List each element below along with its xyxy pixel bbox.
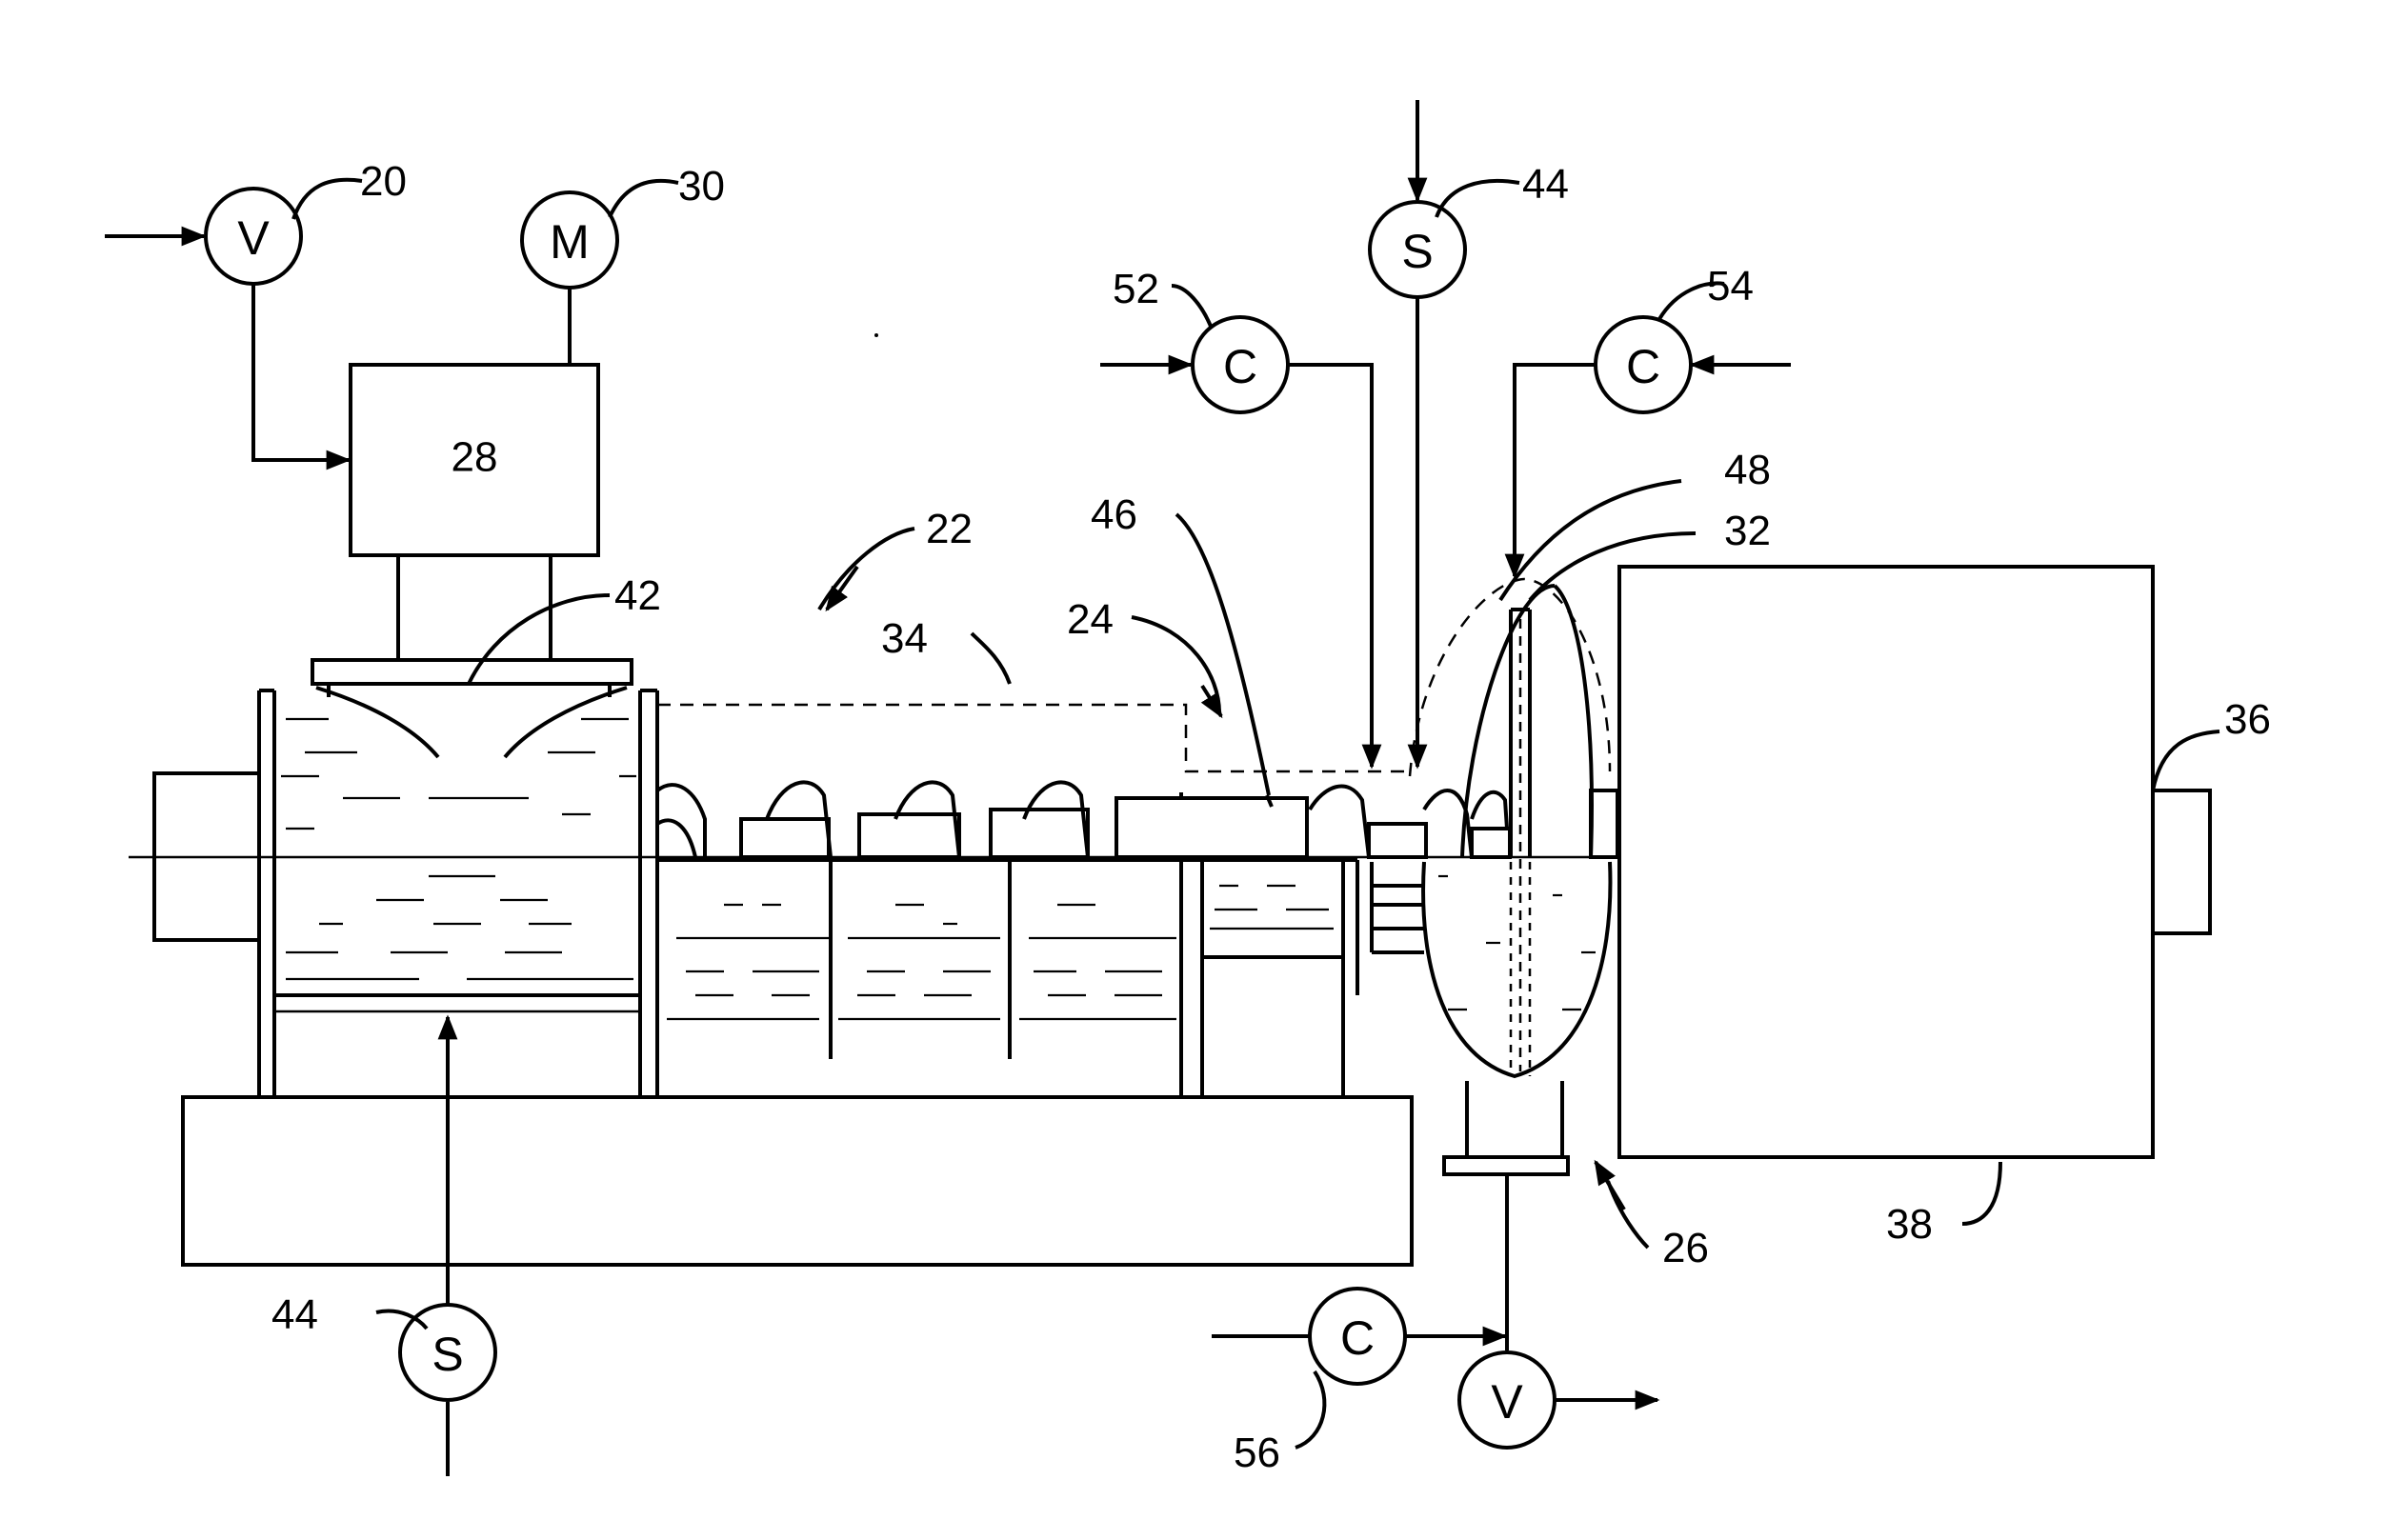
stray-dot — [874, 333, 878, 337]
ref-42: 42 — [614, 572, 661, 619]
sensor-top-symbol: S — [1401, 225, 1433, 278]
hopper-left-blade — [316, 688, 438, 757]
ref-22: 22 — [926, 506, 973, 552]
ref-46: 46 — [1091, 491, 1137, 538]
box-28-label: 28 — [452, 434, 498, 481]
die-section — [1372, 586, 1617, 1174]
ref-56: 56 — [1234, 1430, 1280, 1476]
ref-26: 26 — [1662, 1225, 1709, 1271]
right-shaft-stub — [2153, 790, 2210, 933]
screw-flights — [657, 782, 1510, 857]
receiver-box-38 — [1619, 567, 2153, 1157]
valve-inlet-symbol: V — [237, 211, 270, 265]
ref-52: 52 — [1113, 266, 1159, 312]
ref-32: 32 — [1724, 508, 1771, 554]
barrel-liquid — [667, 886, 1334, 1019]
ref-34: 34 — [881, 615, 928, 662]
hopper-right-blade — [505, 688, 627, 757]
ref-54: 54 — [1707, 263, 1754, 310]
ref-24: 24 — [1067, 596, 1114, 643]
controller-56-symbol: C — [1340, 1311, 1375, 1365]
ref-44-bottom: 44 — [271, 1291, 318, 1338]
ref-38: 38 — [1886, 1201, 1933, 1248]
motor-symbol: M — [550, 215, 590, 269]
extruder-barrel — [657, 860, 1357, 1097]
ref-30: 30 — [678, 163, 725, 210]
base-platform — [183, 1097, 1412, 1265]
ref-44-top: 44 — [1522, 161, 1569, 208]
ref-20: 20 — [360, 158, 407, 205]
sensor-bottom-symbol: S — [432, 1328, 463, 1381]
mixer-liquid — [281, 719, 636, 979]
vent-line-34 — [657, 705, 1410, 771]
ref-48: 48 — [1724, 447, 1771, 493]
controller-54-symbol: C — [1626, 340, 1660, 393]
ref-36: 36 — [2224, 696, 2271, 743]
valve-to-drive-line — [253, 284, 349, 460]
controller-52-symbol: C — [1223, 340, 1257, 393]
valve-outlet-symbol: V — [1491, 1375, 1523, 1429]
